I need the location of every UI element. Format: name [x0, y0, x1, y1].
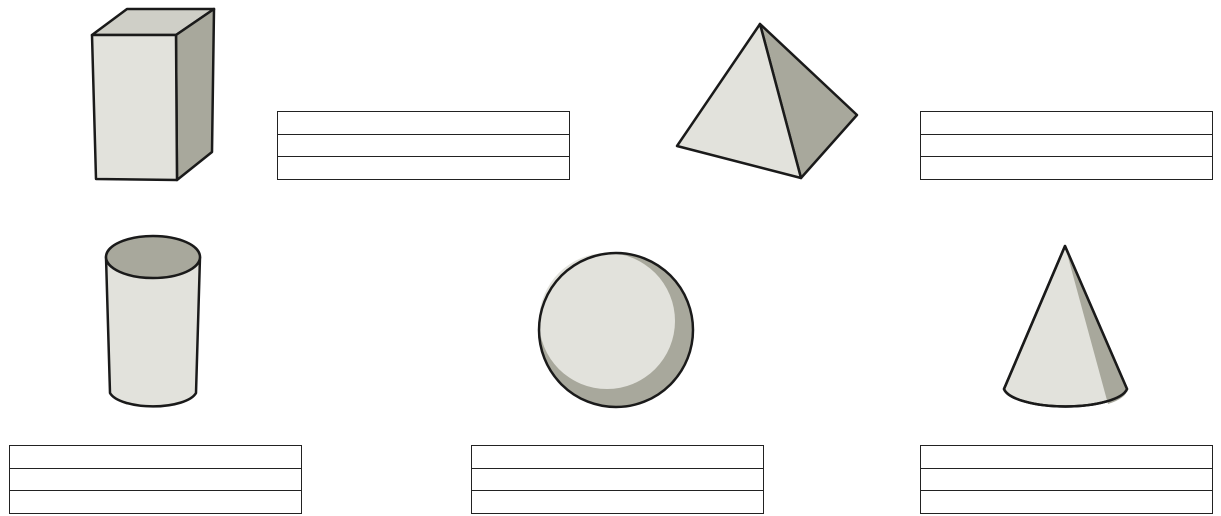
cone-icon: [998, 240, 1134, 416]
answer-line[interactable]: [472, 469, 763, 492]
answer-line[interactable]: [10, 491, 301, 513]
cone-answer-box: [920, 445, 1213, 514]
cylinder-answer-box: [9, 445, 302, 514]
answer-line[interactable]: [10, 469, 301, 492]
answer-line[interactable]: [278, 135, 569, 158]
cuboid-answer-box: [277, 111, 570, 180]
pyramid-answer-box: [920, 111, 1213, 180]
answer-line[interactable]: [278, 112, 569, 135]
answer-line[interactable]: [10, 446, 301, 469]
answer-line[interactable]: [472, 446, 763, 469]
answer-line[interactable]: [278, 157, 569, 179]
answer-line[interactable]: [921, 446, 1212, 469]
answer-line[interactable]: [472, 491, 763, 513]
cylinder-icon: [100, 230, 208, 416]
square-pyramid-icon: [670, 18, 865, 183]
answer-line[interactable]: [921, 135, 1212, 158]
answer-line[interactable]: [921, 112, 1212, 135]
answer-line[interactable]: [921, 157, 1212, 179]
answer-line[interactable]: [921, 469, 1212, 492]
answer-line[interactable]: [921, 491, 1212, 513]
sphere-icon: [535, 249, 697, 411]
cuboid-icon: [80, 2, 220, 186]
sphere-answer-box: [471, 445, 764, 514]
